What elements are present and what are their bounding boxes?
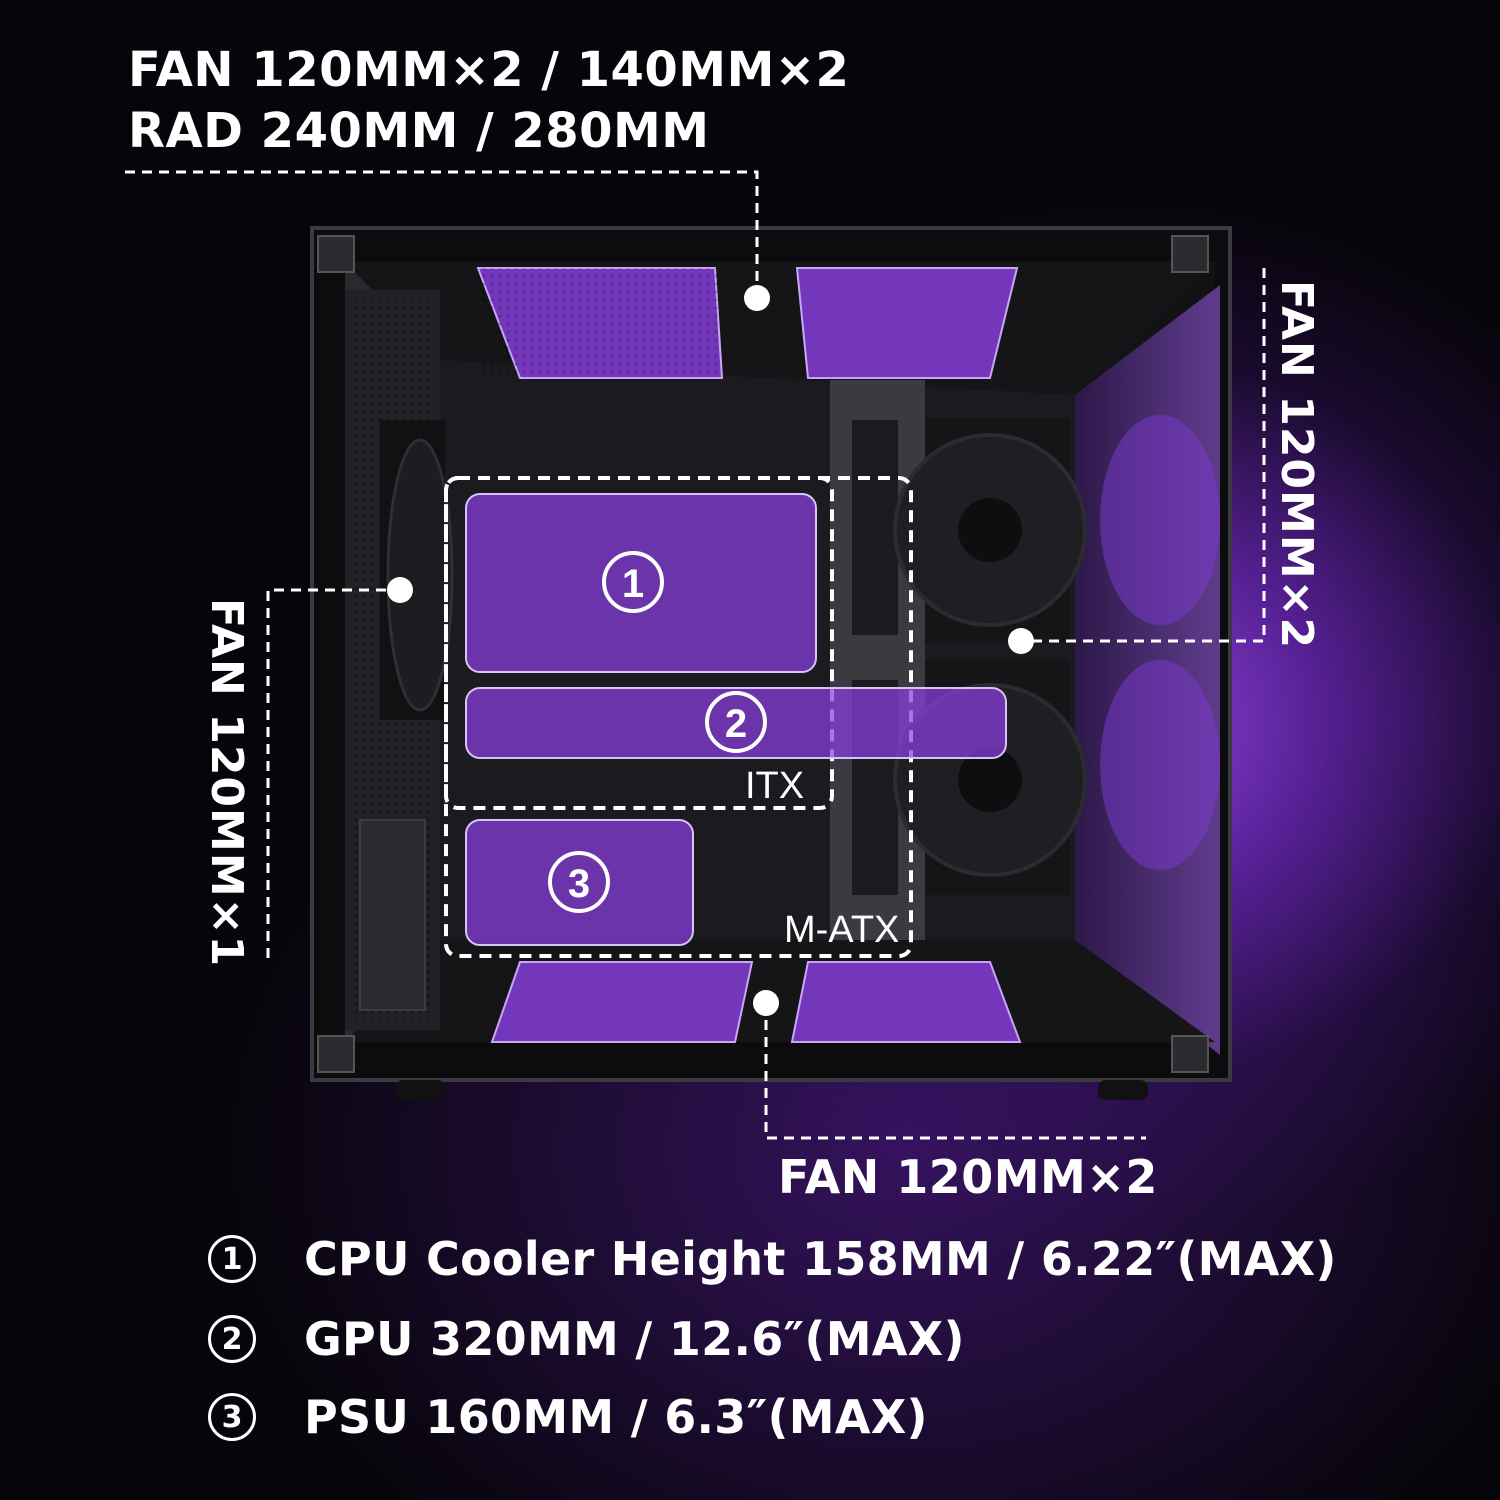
svg-text:3: 3 [568, 862, 590, 906]
top-fan-callout-dot [744, 285, 770, 311]
callout-lines [125, 170, 1266, 1140]
front-fan-spec: FAN 120MM×2 [1271, 280, 1322, 650]
spec-psu: 3 PSU 160MM / 6.3″(MAX) [208, 1384, 928, 1450]
top-fan-zone-right [795, 267, 1019, 379]
zone-marker-1: 1 [602, 551, 664, 613]
spec-marker-2: 2 [208, 1315, 256, 1363]
top-fan-spec-line2: RAD 240MM / 280MM [128, 103, 710, 159]
svg-text:1: 1 [622, 562, 644, 606]
rear-fan-spec: FAN 120MM×1 [201, 598, 252, 968]
svg-text:2: 2 [725, 702, 747, 746]
bottom-fan-callout-dot [753, 990, 779, 1016]
rear-fan-callout-dot [387, 577, 413, 603]
top-fan-spec-line1: FAN 120MM×2 / 140MM×2 [128, 42, 850, 98]
rear-fan [380, 420, 454, 720]
itx-label: ITX [745, 765, 804, 807]
front-fan-top [893, 418, 1087, 643]
spec-text-psu: PSU 160MM / 6.3″(MAX) [304, 1390, 928, 1444]
gpu-zone [465, 687, 1007, 759]
glass-side-fans [1100, 415, 1220, 870]
spec-marker-3: 3 [208, 1393, 256, 1441]
spec-gpu: 2 GPU 320MM / 12.6″(MAX) [208, 1306, 965, 1372]
bottom-fan-spec: FAN 120MM×2 [778, 1150, 1158, 1204]
spec-marker-1: 1 [208, 1235, 256, 1283]
zone-marker-3: 3 [548, 851, 610, 913]
bottom-fan-zone-right [790, 961, 1022, 1043]
bottom-fan-zone-left [490, 961, 754, 1043]
zone-marker-2: 2 [705, 691, 767, 753]
itx-outline [444, 476, 834, 810]
front-fan-callout-dot [1008, 628, 1034, 654]
psu-zone [465, 819, 694, 946]
spec-cpu-cooler: 1 CPU Cooler Height 158MM / 6.22″(MAX) [208, 1226, 1337, 1292]
spec-text-gpu: GPU 320MM / 12.6″(MAX) [304, 1312, 965, 1366]
matx-label: M-ATX [784, 909, 899, 951]
spec-text-cpu-cooler: CPU Cooler Height 158MM / 6.22″(MAX) [304, 1232, 1337, 1286]
cpu-cooler-zone [465, 493, 817, 673]
